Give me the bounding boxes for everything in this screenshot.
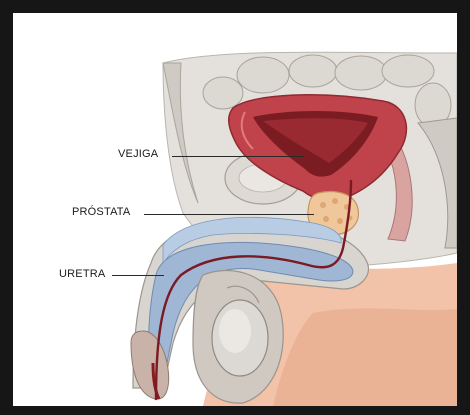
label-prostate: PRÓSTATA [72,206,130,218]
leader-urethra [112,275,164,276]
label-bladder: VEJIGA [118,148,158,160]
leader-bladder [172,156,304,157]
label-urethra: URETRA [59,268,105,280]
leader-prostate [144,214,314,215]
